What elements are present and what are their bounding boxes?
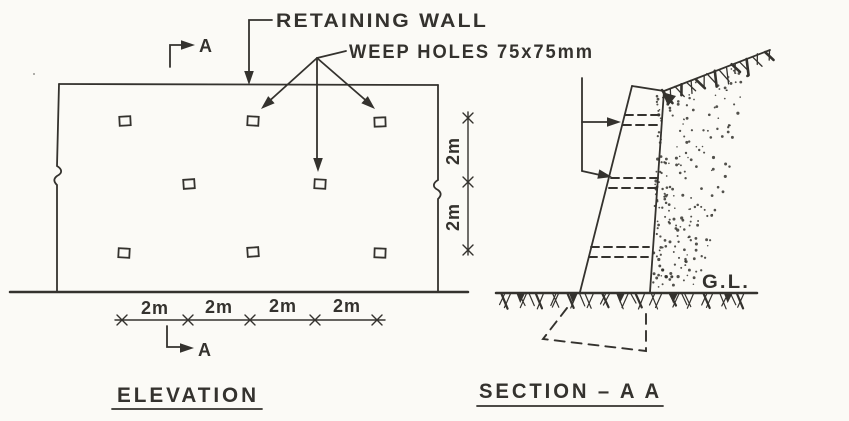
- cut-line: [169, 44, 186, 68]
- dim-label-h4: 2m: [333, 296, 361, 316]
- section-cut-marker-top: A: [169, 36, 212, 68]
- arrowhead: [181, 40, 195, 50]
- dim-tick: [462, 112, 474, 256]
- leader-line: [248, 19, 273, 74]
- arrowhead: [361, 96, 375, 109]
- section-title: SECTION – A A: [479, 380, 662, 403]
- arrowhead: [261, 96, 275, 109]
- cut-letter: A: [198, 340, 211, 360]
- weep-holes-label: WEEP HOLES 75x75mm: [349, 42, 594, 63]
- arrowhead: [313, 158, 323, 172]
- section-cut-marker-bottom: A: [166, 325, 211, 360]
- ground-hatching: [498, 292, 745, 310]
- dim-label-v1: 2m: [443, 137, 463, 165]
- wall-outline-right: [432, 84, 442, 292]
- arrowhead: [180, 343, 194, 353]
- weep-hole: [117, 247, 131, 259]
- slope-hatching: [660, 49, 775, 106]
- weep-hole: [246, 115, 260, 127]
- leader-line: [316, 50, 347, 59]
- weep-hole: [313, 178, 327, 190]
- cut-letter: A: [199, 36, 212, 56]
- section-weep-leader: [581, 77, 621, 179]
- backfill-stipple: [652, 68, 750, 288]
- scan-speck: [33, 73, 35, 75]
- weep-hole: [373, 116, 387, 128]
- elevation-view: RETAINING WALL WEEP HOLES 75x75mm A A: [8, 11, 594, 410]
- section-wall-front-face: [579, 85, 633, 293]
- arrowhead: [244, 71, 254, 85]
- dim-tick: [116, 314, 383, 326]
- retaining-wall-label: RETAINING WALL: [276, 11, 488, 32]
- wall-outline-top: [58, 83, 439, 86]
- dim-label-v2: 2m: [443, 203, 463, 231]
- weep-holes-leader: [261, 50, 375, 172]
- dim-label-h3: 2m: [269, 296, 297, 316]
- weep-holes: [117, 115, 387, 259]
- section-wall-top: [631, 85, 665, 92]
- leader-branch-2: [581, 170, 601, 176]
- vertical-dimension: 2m 2m: [443, 111, 474, 256]
- dim-label-h2: 2m: [205, 297, 233, 317]
- foundation-hidden-outline: [541, 306, 647, 353]
- section-view: G.L. SECTION – A A: [476, 49, 775, 407]
- weep-hole: [118, 115, 132, 127]
- section-wall-back-face: [649, 90, 665, 293]
- fan-line-right: [316, 57, 371, 105]
- ground-level-label: G.L.: [702, 272, 750, 293]
- weep-hole: [182, 178, 196, 190]
- horizontal-dimension: 2m 2m 2m 2m: [114, 296, 386, 326]
- section-weep-hole-dashes: [588, 114, 663, 258]
- weep-hole: [373, 247, 387, 259]
- fan-line-left: [265, 57, 318, 105]
- retaining-wall-leader: [244, 19, 273, 85]
- weep-hole: [246, 246, 260, 258]
- cut-line: [166, 325, 185, 348]
- dim-label-h1: 2m: [141, 298, 169, 318]
- wall-outline-left: [53, 83, 63, 292]
- arrowhead: [607, 117, 621, 127]
- elevation-title: ELEVATION: [117, 384, 259, 407]
- arrowhead: [597, 169, 612, 179]
